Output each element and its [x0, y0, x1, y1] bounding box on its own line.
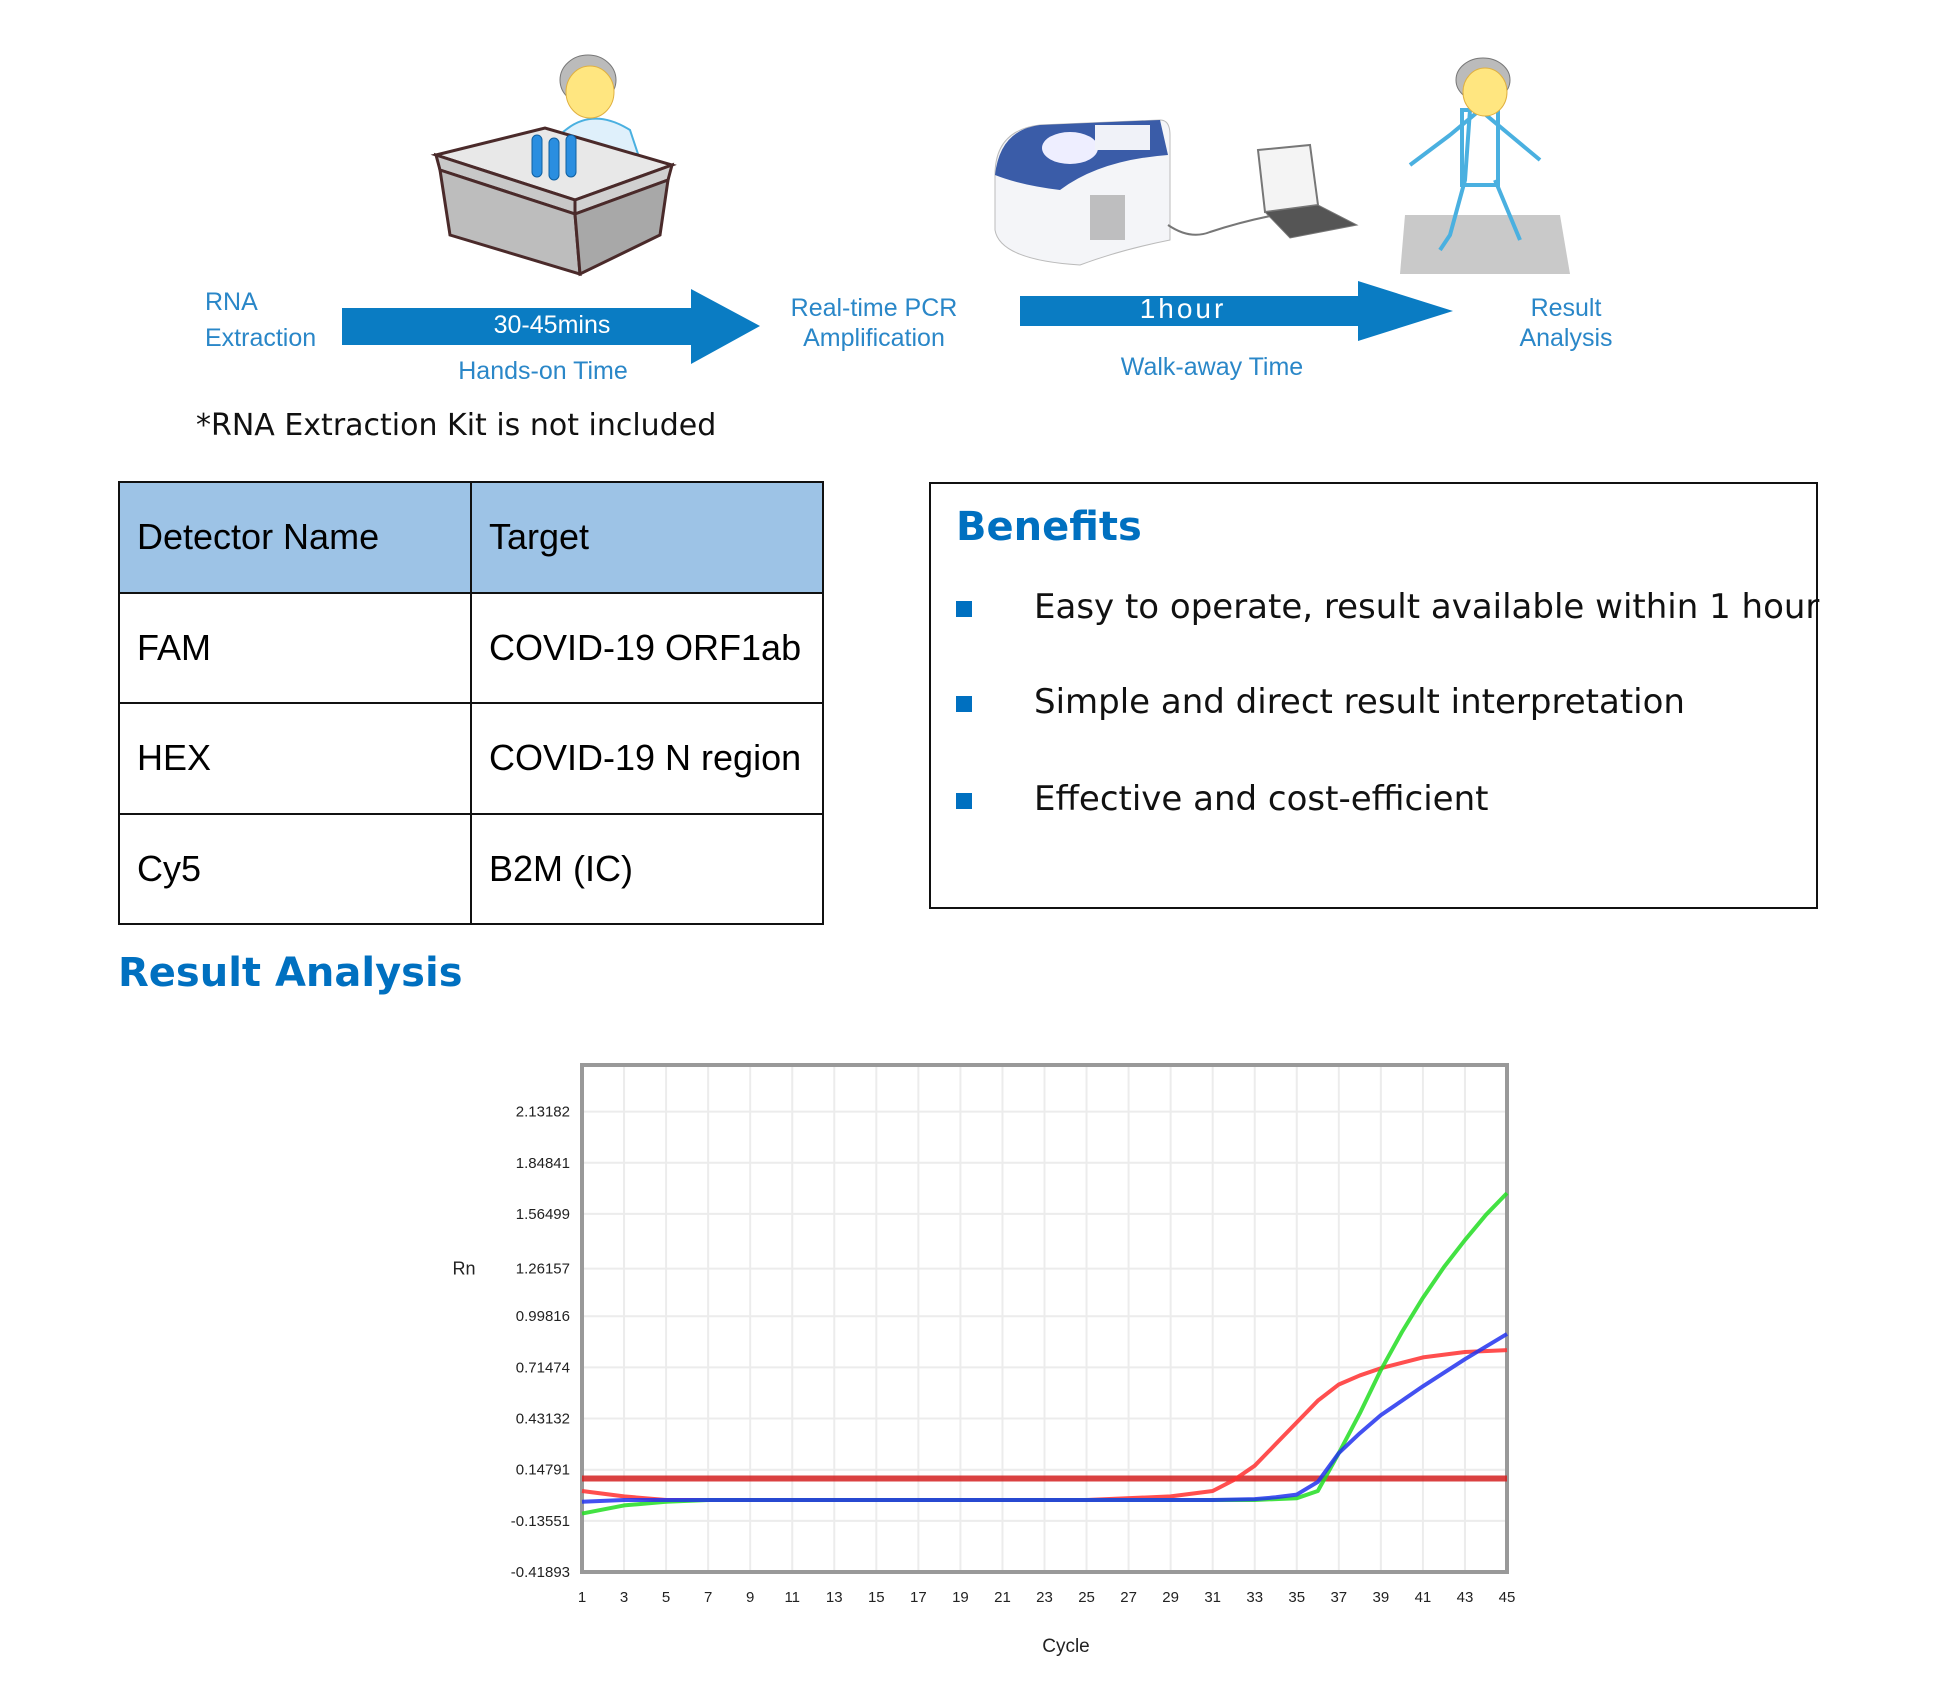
x-tick-label: 23 [1036, 1589, 1053, 1606]
result-analysis-heading: Result Analysis [118, 950, 463, 996]
kit-note: *RNA Extraction Kit is not included [196, 408, 717, 443]
step-rna-extraction: RNA Extraction [205, 287, 316, 353]
y-tick-label: 1.56499 [516, 1206, 570, 1223]
benefit-text: Effective and cost-efficient [1034, 779, 1489, 819]
x-axis-label: Cycle [1042, 1636, 1090, 1657]
y-tick-label: -0.13551 [511, 1513, 570, 1530]
benefits-box: Benefits Easy to operate, result availab… [929, 482, 1819, 909]
benefit-text: Simple and direct result interpretation [1034, 682, 1685, 722]
x-tick-label: 7 [704, 1589, 712, 1606]
arrow2-label: 1hour [1139, 293, 1227, 324]
x-tick-label: 39 [1373, 1589, 1390, 1606]
benefit-item: Effective and cost-efficient [956, 779, 1488, 819]
header-detector-name: Detector Name [118, 481, 472, 594]
y-tick-label: 1.84841 [516, 1155, 570, 1172]
workflow-illustration [342, 54, 1570, 364]
bullet-square-icon [956, 600, 972, 617]
table-header-row: Detector Name Target [118, 481, 824, 594]
y-tick-label: -0.41893 [511, 1564, 570, 1581]
table-row: Cy5 B2M (IC) [118, 812, 824, 925]
y-tick-label: 0.43132 [516, 1411, 570, 1428]
bullet-square-icon [956, 792, 972, 809]
x-tick-label: 5 [662, 1589, 670, 1606]
pcr-machine-icon [994, 119, 1276, 266]
x-tick-label: 13 [826, 1589, 843, 1606]
x-tick-label: 29 [1162, 1589, 1179, 1606]
series-line-blue [581, 1332, 1509, 1504]
x-tick-label: 37 [1330, 1589, 1347, 1606]
walking-person-icon [1400, 57, 1570, 274]
lab-bench-icon [430, 126, 677, 277]
step-label-line: Amplification [803, 324, 945, 352]
x-tick-label: 9 [746, 1589, 754, 1606]
benefit-text: Easy to operate, result available within… [1034, 587, 1820, 627]
y-tick-label: 2.13182 [516, 1104, 570, 1121]
y-tick-label: 0.99816 [516, 1308, 570, 1325]
x-tick-label: 11 [784, 1589, 800, 1606]
x-tick-label: 15 [868, 1589, 885, 1606]
table-row: FAM COVID-19 ORF1ab [118, 591, 824, 704]
x-tick-label: 19 [952, 1589, 969, 1606]
arrow1-sublabel: Hands-on Time [458, 357, 628, 385]
x-tick-label: 21 [994, 1589, 1011, 1606]
x-tick-label: 31 [1204, 1589, 1221, 1606]
x-tick-label: 45 [1499, 1589, 1516, 1606]
step-label-line: Result [1530, 294, 1602, 322]
plot-frame [580, 1063, 1509, 1574]
detector-cell: FAM [118, 591, 472, 704]
x-tick-label: 3 [620, 1589, 628, 1606]
x-tick-label: 17 [910, 1589, 927, 1606]
y-tick-label: 0.14791 [516, 1462, 570, 1479]
x-tick-label: 25 [1078, 1589, 1095, 1606]
x-tick-label: 27 [1120, 1589, 1137, 1606]
laptop-icon [1256, 143, 1359, 239]
y-tick-label: 0.71474 [516, 1359, 570, 1376]
x-tick-label: 43 [1457, 1589, 1474, 1606]
target-cell: COVID-19 N region [470, 702, 824, 815]
step-label-line: Extraction [205, 324, 317, 352]
x-tick-label: 33 [1246, 1589, 1263, 1606]
arrow-hands-on [342, 289, 760, 364]
arrow-walk-away [1020, 281, 1453, 341]
target-cell: COVID-19 ORF1ab [470, 591, 824, 704]
detector-cell: HEX [118, 702, 472, 815]
step-result-analysis: Result Analysis [1456, 293, 1676, 353]
detector-table: Detector Name Target FAM COVID-19 ORF1ab… [118, 481, 824, 925]
table-row: HEX COVID-19 N region [118, 702, 824, 815]
detector-cell: Cy5 [118, 812, 472, 925]
target-cell: B2M (IC) [470, 812, 824, 925]
x-tick-label: 1 [578, 1589, 586, 1606]
bullet-square-icon [956, 695, 972, 712]
y-tick-label: 1.26157 [516, 1261, 570, 1278]
arrow1-label: 30-45mins [493, 311, 611, 339]
x-tick-label: 35 [1288, 1589, 1305, 1606]
y-axis-label: Rn [452, 1259, 475, 1279]
benefit-item: Simple and direct result interpretation [956, 682, 1685, 722]
arrow2-sublabel: Walk-away Time [1120, 353, 1304, 381]
header-target: Target [470, 481, 824, 594]
step-label-line: Real-time PCR [790, 294, 958, 322]
step-label-line: RNA [205, 288, 258, 316]
step-label-line: Analysis [1519, 324, 1613, 352]
benefits-title: Benefits [956, 504, 1142, 550]
x-tick-label: 41 [1415, 1589, 1432, 1606]
step-pcr-amplification: Real-time PCR Amplification [764, 293, 984, 353]
benefit-item: Easy to operate, result available within… [956, 587, 1819, 627]
